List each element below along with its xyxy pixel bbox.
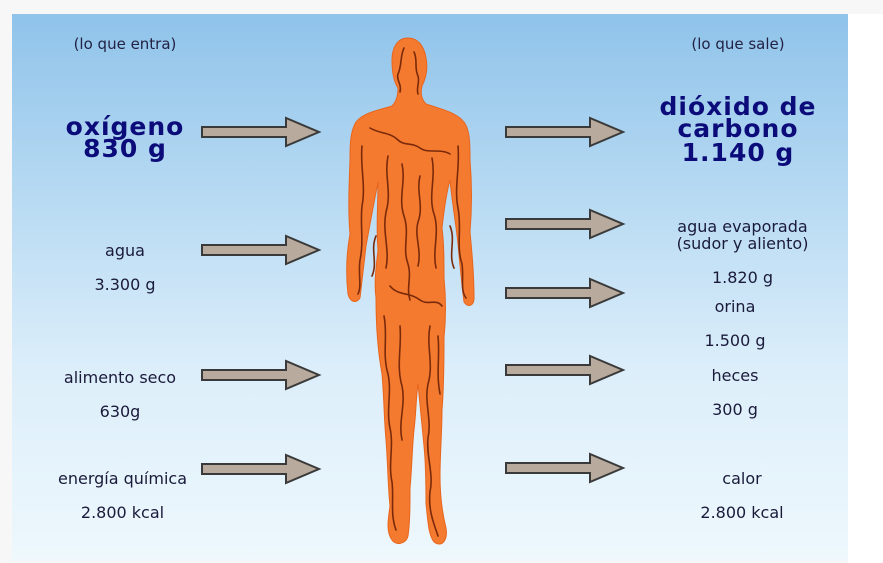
output-feces-label: heces — [680, 367, 790, 384]
output-feces: heces 300 g — [680, 350, 790, 435]
arrow-out-evaporated-water — [504, 208, 626, 240]
output-co2: dióxido de carbono 1.140 g — [648, 96, 828, 164]
input-food-value: 630g — [40, 403, 200, 420]
arrow-in-oxygen — [200, 116, 322, 148]
page-edge — [848, 14, 883, 563]
input-energy-value: 2.800 kcal — [35, 504, 210, 521]
input-water-label: agua — [55, 242, 195, 259]
input-water: agua 3.300 g — [55, 225, 195, 310]
output-co2-label: dióxido de carbono — [648, 96, 828, 140]
output-feces-value: 300 g — [680, 401, 790, 418]
input-food: alimento seco 630g — [40, 352, 200, 437]
output-evaporated-water-label: agua evaporada (sudor y aliento) — [650, 218, 835, 252]
output-heat-label: calor — [672, 470, 812, 487]
input-energy: energía química 2.800 kcal — [35, 453, 210, 538]
input-energy-label: energía química — [35, 470, 210, 487]
input-oxygen: oxígeno 830 g — [45, 116, 205, 160]
arrow-out-heat — [504, 452, 626, 484]
arrow-in-food — [200, 359, 322, 391]
arrow-in-energy — [200, 453, 322, 485]
output-heat: calor 2.800 kcal — [672, 453, 812, 538]
input-food-label: alimento seco — [40, 369, 200, 386]
arrow-out-feces — [504, 354, 626, 386]
body-silhouette — [347, 38, 474, 544]
header-input: (lo que entra) — [50, 36, 200, 53]
arrow-in-water — [200, 234, 322, 266]
human-body-figure — [340, 36, 480, 551]
output-heat-value: 2.800 kcal — [672, 504, 812, 521]
input-oxygen-value: 830 g — [45, 138, 205, 160]
output-co2-value: 1.140 g — [648, 142, 828, 164]
header-output: (lo que sale) — [668, 36, 808, 53]
output-urine-label: orina — [680, 298, 790, 315]
arrow-out-co2 — [504, 116, 626, 148]
input-water-value: 3.300 g — [55, 276, 195, 293]
arrow-out-urine — [504, 277, 626, 309]
output-urine-value: 1.500 g — [680, 332, 790, 349]
